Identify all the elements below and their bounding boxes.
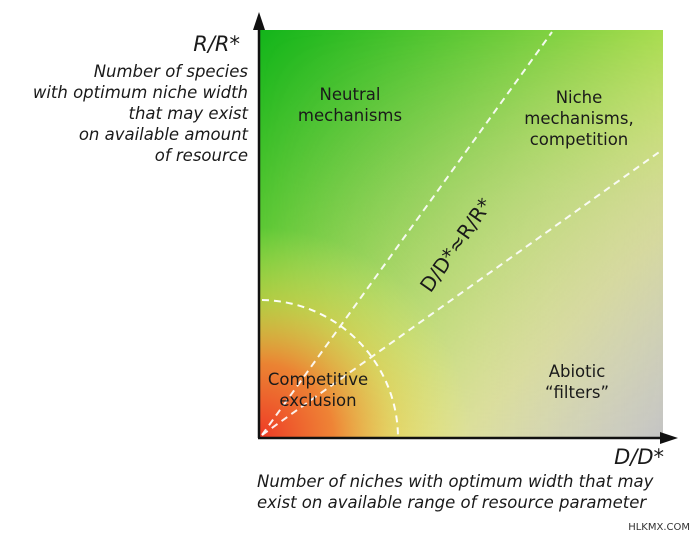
region-label-line: Competitive [267,370,369,389]
y-desc-line: with optimum niche width [32,83,248,102]
x-axis-description: Number of niches with optimum width that… [257,471,653,513]
dashed-diagonal-lower [261,149,663,436]
y-axis-title: R/R* [193,32,240,56]
x-desc-line: Number of niches with optimum width that… [257,472,654,491]
y-desc-line: that may exist [128,104,248,123]
region-label-line: Niche [555,88,603,107]
region-label-line: “filters” [544,383,610,402]
region-label-line: competition [529,130,629,149]
region-label-line: Abiotic [548,362,606,381]
region-neutral-mechanisms: Neutral mechanisms [290,84,410,126]
y-desc-line: Number of species [93,62,248,81]
y-axis-arrow-icon [253,12,265,30]
y-axis-description: Number of species with optimum niche wid… [33,61,248,166]
region-label-line: exclusion [279,391,357,410]
y-desc-line: on available amount [78,125,248,144]
dashed-diagonal-upper [261,31,553,436]
region-label-line: Neutral [319,85,381,104]
x-axis-arrow-icon [660,432,678,444]
region-label-line: mechanisms, [524,109,634,128]
red-field [259,30,663,438]
region-abiotic-filters: Abiotic “filters” [517,361,637,403]
x-axis-title: D/D* [614,445,664,469]
x-desc-line: exist on available range of resource par… [257,493,647,512]
region-label-line: mechanisms [297,106,403,125]
dashed-arc [261,299,399,437]
y-desc-line: of resource [154,146,248,165]
region-niche-mechanisms: Niche mechanisms, competition [519,87,639,150]
watermark: HLKMX.COM [628,522,690,533]
region-competitive-exclusion: Competitive exclusion [258,369,378,411]
